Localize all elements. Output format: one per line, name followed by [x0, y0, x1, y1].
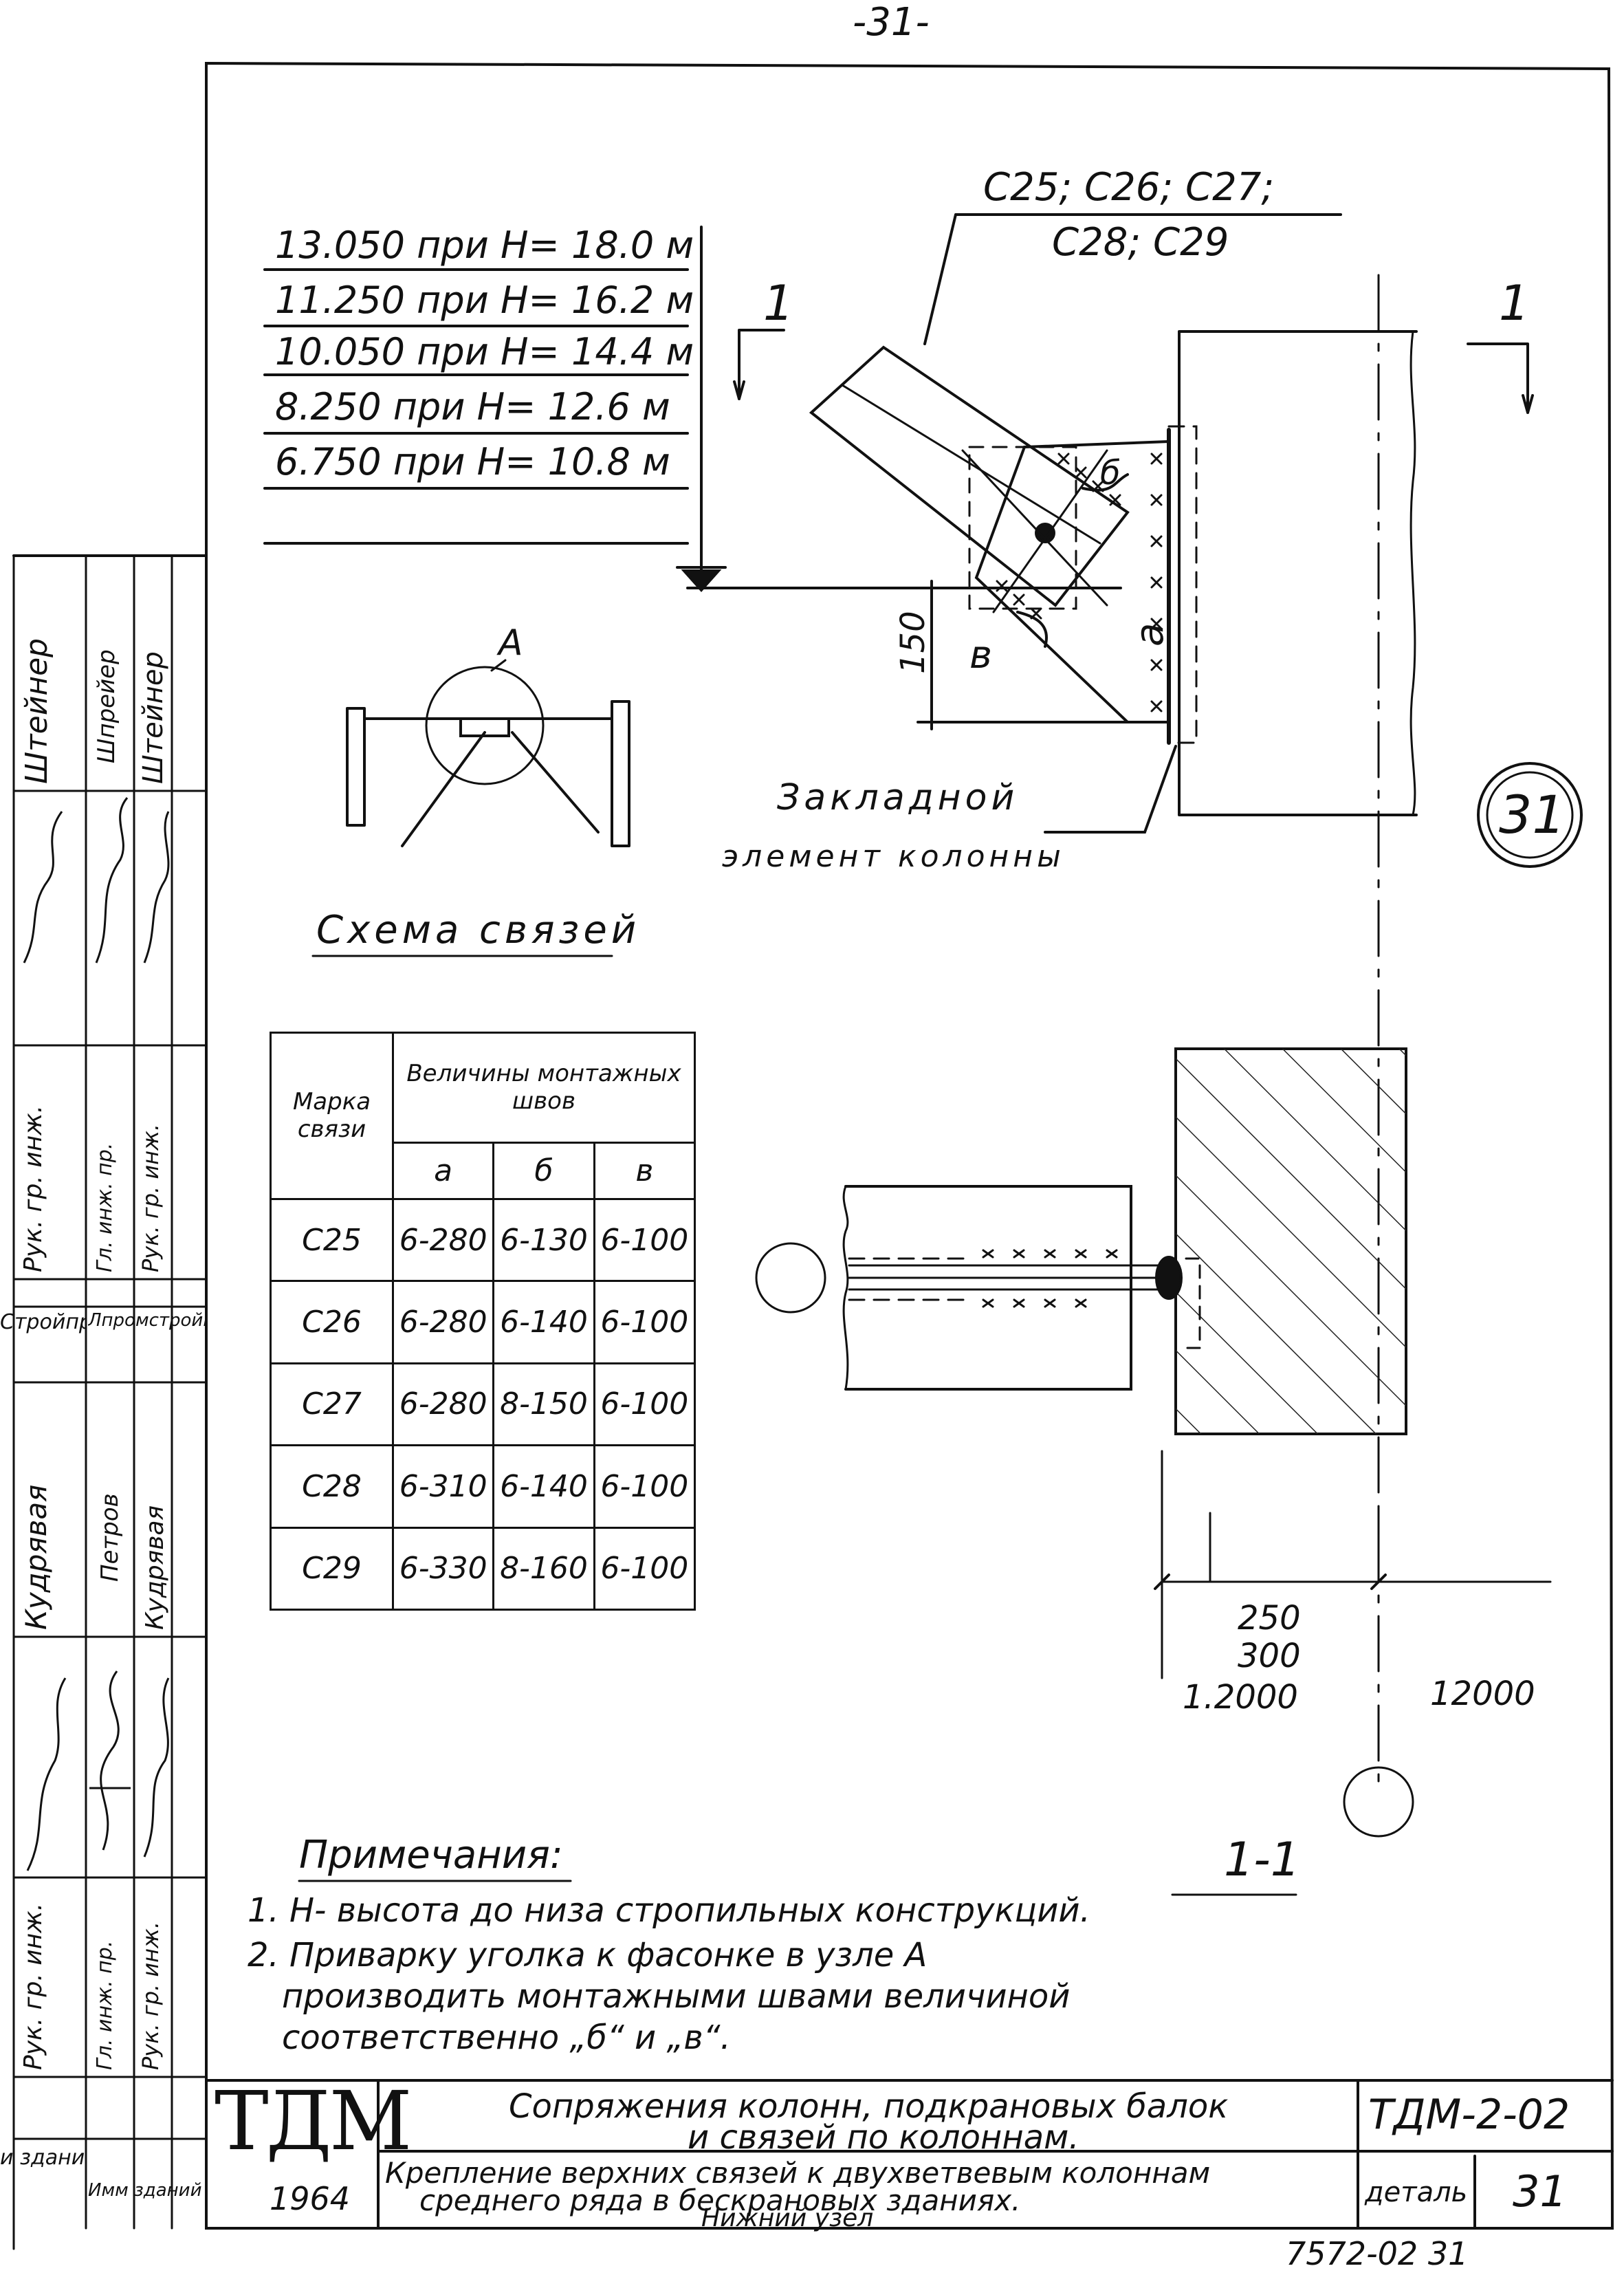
table-subheader-a: а — [391, 1142, 495, 1200]
detail-label: деталь — [1365, 2177, 1468, 2208]
title-2-line-1: Крепление верхних связей к двухветвевым … — [385, 2156, 1211, 2190]
stamp-org-3: и зданий — [0, 2146, 86, 2170]
sheet-circle-number: 31 — [1499, 784, 1566, 845]
title-2-line-2: среднего ряда в бескрановых зданиях. — [419, 2184, 1021, 2217]
dimension-1200: 1.2000 — [1183, 1678, 1298, 1717]
note-line-2: 2. Приварку уголка к фасонке в узле А — [248, 1936, 928, 1974]
note-line-3: производить монтажными швами величиной — [282, 1977, 1071, 2016]
page-number: -31- — [853, 0, 930, 45]
scheme-title: Схема связей — [316, 908, 641, 953]
title-1-line-2: и связей по колоннам. — [688, 2118, 1079, 2157]
weld-label-b: б — [1100, 454, 1121, 492]
logo-tdm: ТДМ — [215, 2073, 412, 2168]
stamp-org-4: Имм зданий — [88, 2180, 202, 2201]
dimension-12000: 12000 — [1430, 1675, 1535, 1713]
weld-size-table: Марка связи Величины монтажных швов а б … — [270, 1032, 696, 1611]
elevation-row-4: 8.250 при H= 12.6 м — [275, 385, 670, 428]
embedded-element-line-1: Закладной — [777, 777, 1019, 818]
title-1-line-1: Сопряжения колонн, подкрановых балок — [509, 2087, 1229, 2126]
note-line-4: соответственно „б“ и „в“. — [282, 2018, 731, 2057]
stamp-org-2: Лпромстройпроект — [88, 1310, 205, 1331]
table-subheader-b: б — [492, 1142, 595, 1200]
notes-title: Примечания: — [299, 1833, 563, 1877]
table-header-values: Величины монтажных швов — [392, 1032, 696, 1144]
brace-marks-line-1: С25; С26; С27; — [983, 165, 1275, 210]
dimension-250: 250 — [1238, 1599, 1301, 1637]
elevation-row-5: 6.750 при H= 10.8 м — [275, 440, 670, 483]
dimension-300: 300 — [1238, 1637, 1301, 1675]
drawing-code: ТДМ-2-02 — [1368, 2091, 1570, 2139]
title-2-line-3: Нижний узел — [701, 2204, 874, 2232]
elevation-row-1: 13.050 при H= 18.0 м — [275, 224, 694, 267]
footer-code: 7572-02 31 — [1286, 2235, 1469, 2272]
brace-marks-line-2: С28; С29 — [1052, 220, 1229, 265]
embedded-element-line-2: элемент колонны — [722, 839, 1065, 874]
title-year: 1964 — [270, 2180, 351, 2217]
note-line-1: 1. H- высота до низа стропильных констру… — [248, 1891, 1090, 1930]
section-title: 1-1 — [1224, 1833, 1301, 1887]
section-mark-right: 1 — [1499, 275, 1530, 331]
node-label: А — [498, 622, 523, 664]
elevation-row-3: 10.050 при H= 14.4 м — [275, 330, 694, 373]
table-header-mark: Марка связи — [270, 1032, 394, 1200]
detail-number: 31 — [1513, 2166, 1567, 2217]
table-subheader-v: в — [593, 1142, 696, 1200]
weld-label-v: в — [969, 633, 993, 677]
elevation-row-2: 11.250 при H= 16.2 м — [275, 279, 694, 322]
stamp-org-1: Стройпроект — [0, 1310, 86, 1334]
section-mark-left: 1 — [763, 275, 794, 331]
